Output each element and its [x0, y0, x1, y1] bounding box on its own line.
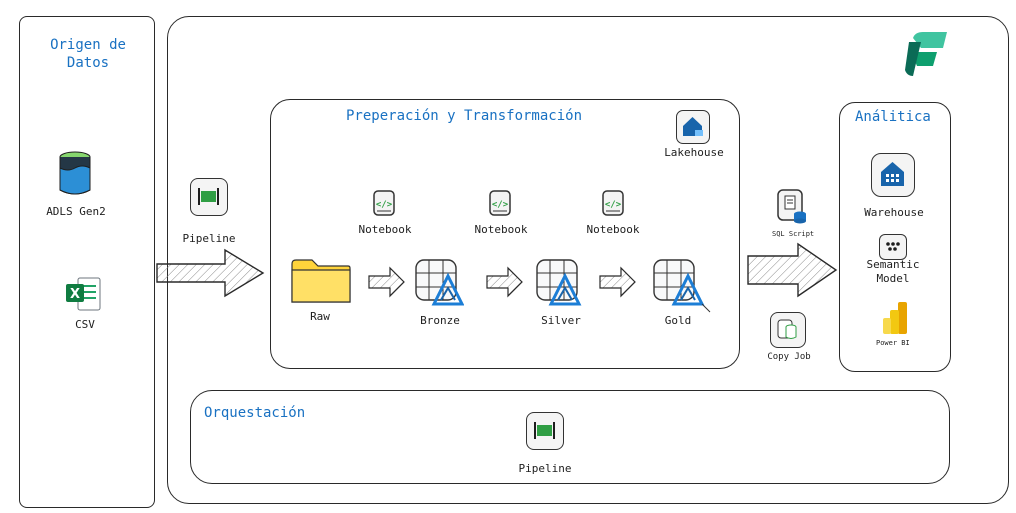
orchestration-pipeline-label: Pipeline [518, 462, 572, 475]
sql-script-label: SQL Script [772, 230, 815, 238]
notebook-icon: </> [489, 190, 511, 216]
notebook-label-2: Notebook [474, 223, 528, 236]
copy-job-label: Copy Job [767, 352, 811, 362]
notebook-label-3: Notebook [586, 223, 640, 236]
arrow-icon [156, 248, 265, 298]
gold-label: Gold [664, 314, 692, 327]
origin-section [19, 16, 155, 508]
delta-table-icon [653, 259, 711, 313]
arrow-icon [599, 266, 636, 298]
semantic-model-icon [879, 234, 907, 260]
delta-table-icon [415, 259, 464, 306]
lakehouse-icon [676, 110, 710, 144]
arrow-icon [747, 242, 838, 298]
orchestration-section [190, 390, 950, 484]
fabric-logo-icon [905, 32, 947, 76]
orchestration-title: Orquestación [204, 405, 306, 421]
prep-title: Preperación y Transformación [346, 108, 583, 124]
warehouse-label: Warehouse [864, 206, 924, 219]
notebook-icon: </> [602, 190, 624, 216]
svg-text:</>: </> [605, 200, 622, 210]
ingest-pipeline-label: Pipeline [182, 232, 236, 245]
arrow-icon [486, 266, 523, 298]
warehouse-icon [871, 153, 915, 197]
powerbi-icon [883, 302, 907, 334]
pipeline-icon [526, 412, 564, 450]
platform-section [167, 16, 1009, 504]
folder-icon [291, 259, 351, 303]
svg-text:X: X [70, 287, 80, 302]
origin-title: Origen de Datos [50, 37, 126, 71]
adls-storage-icon [59, 151, 91, 195]
bronze-label: Bronze [420, 314, 460, 327]
copy-job-icon [770, 312, 806, 348]
adls-label: ADLS Gen2 [46, 205, 106, 218]
excel-csv-icon: X [66, 277, 101, 311]
pipeline-icon [190, 178, 228, 216]
powerbi-label: Power BI [876, 339, 910, 347]
svg-text:</>: </> [376, 200, 393, 210]
semantic-model-label: Semantic Model [866, 258, 920, 285]
raw-label: Raw [310, 310, 330, 323]
notebook-icon: </> [373, 190, 395, 216]
analytics-section [839, 102, 951, 372]
silver-label: Silver [541, 314, 581, 327]
prep-section [270, 99, 740, 369]
arrow-icon [368, 266, 405, 298]
delta-table-icon [536, 259, 582, 306]
lakehouse-label: Lakehouse [664, 146, 724, 159]
notebook-label-1: Notebook [358, 223, 412, 236]
csv-label: CSV [75, 318, 95, 331]
svg-text:</>: </> [492, 200, 509, 210]
sql-script-icon [777, 189, 806, 224]
analytics-title: Análitica [855, 109, 931, 125]
